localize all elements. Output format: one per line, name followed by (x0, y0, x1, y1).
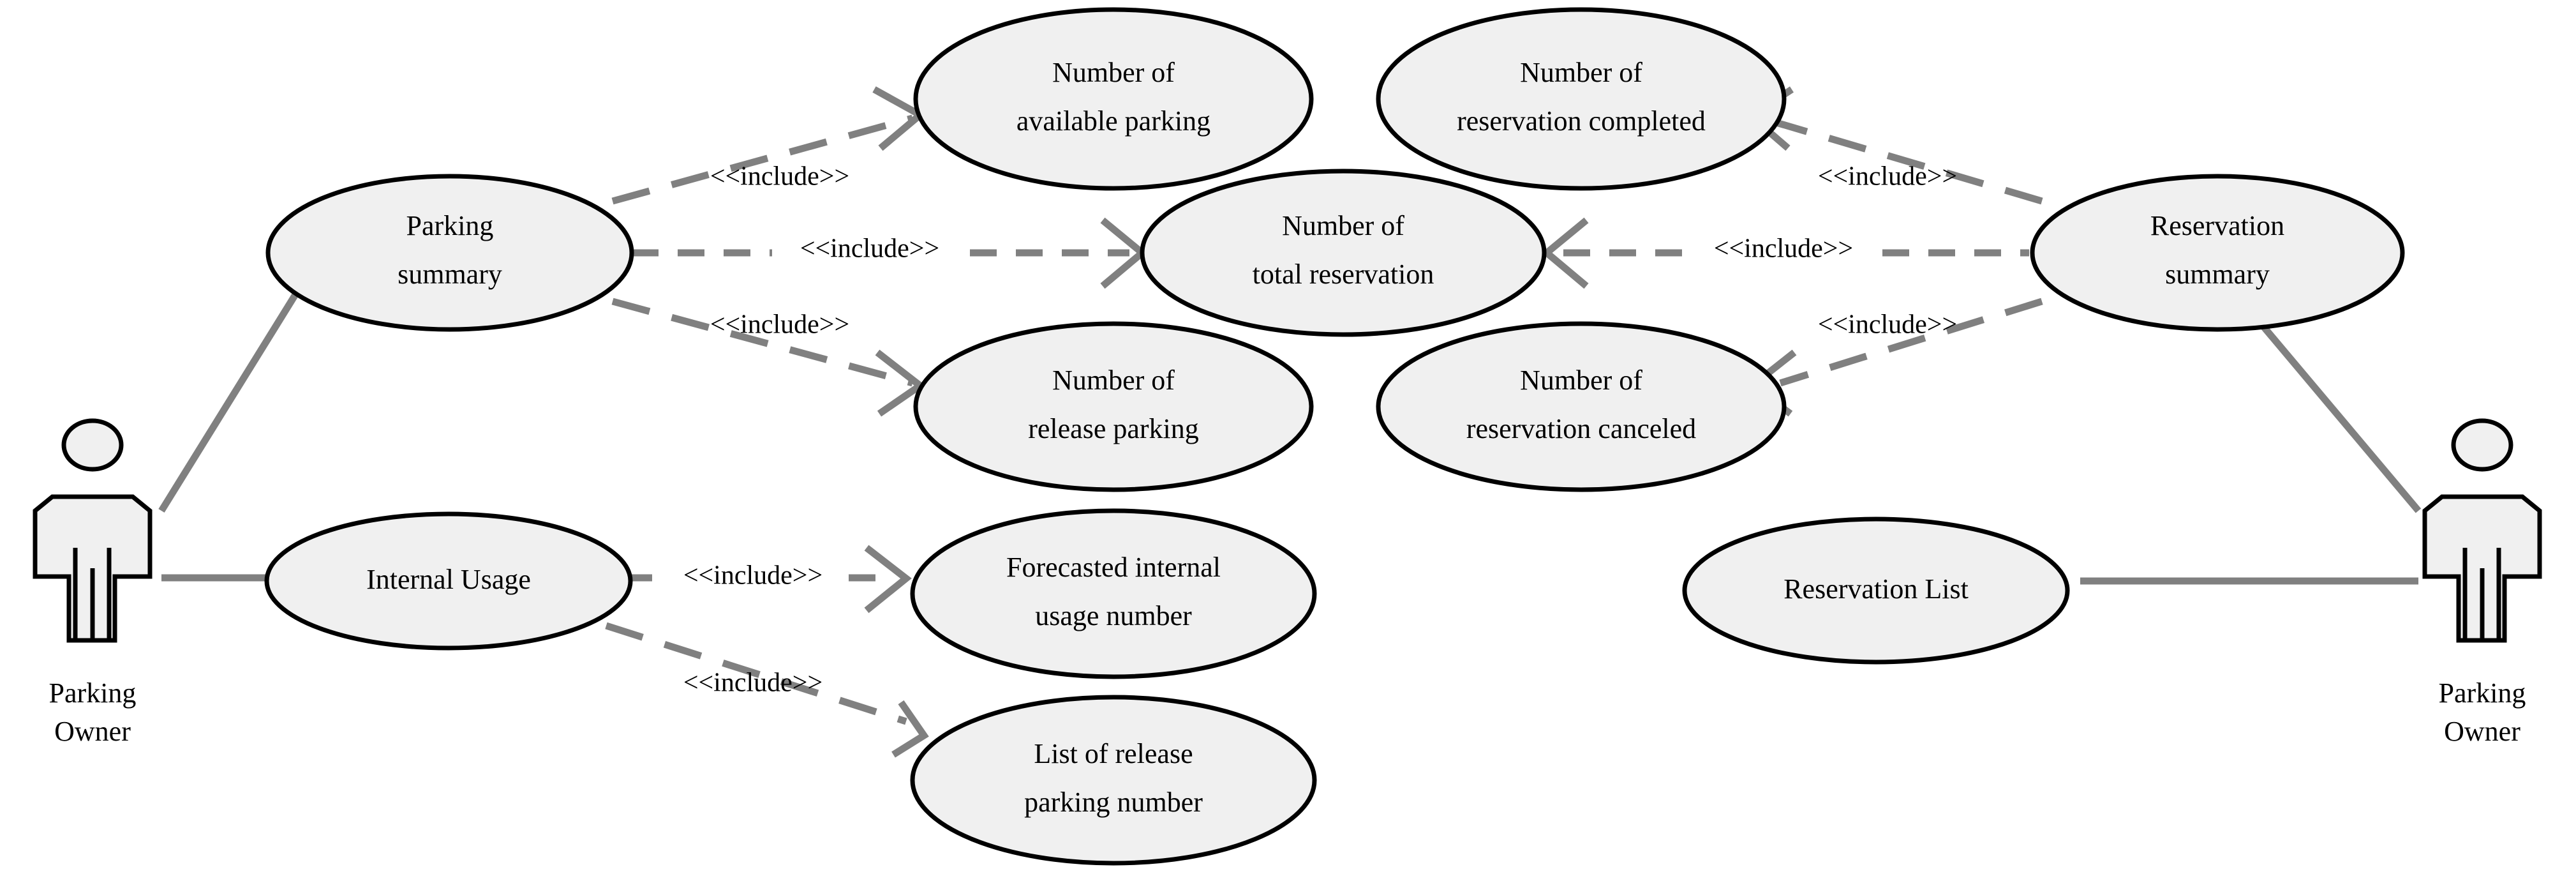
arrowhead-ps-available (872, 86, 927, 151)
use-case-label-line1: Reservation List (1783, 573, 1969, 605)
use-case-label-line2: release parking (1028, 413, 1199, 444)
use-case-available-parking[interactable]: Number of available parking (913, 7, 1314, 191)
use-case-ellipse[interactable] (910, 508, 1317, 679)
include-line-rs-completed (1760, 114, 2043, 205)
arrowhead-iu-list (891, 700, 929, 758)
use-case-label-line1: List of release (1034, 738, 1193, 769)
use-case-label-line2: available parking (1016, 105, 1210, 137)
actor-label-line2: Owner (2444, 716, 2520, 747)
use-case-label-line2: reservation completed (1457, 105, 1706, 137)
arrowhead-rs-total (1541, 217, 1589, 289)
use-case-internal-usage[interactable]: Internal Usage (264, 511, 633, 651)
use-case-ellipse[interactable] (1376, 321, 1787, 492)
include-line-rs-canceled (1779, 298, 2043, 387)
use-case-ellipse[interactable] (264, 511, 633, 651)
use-case-label-line1: Internal Usage (366, 564, 531, 595)
use-case-label-line2: summary (2165, 259, 2270, 290)
use-case-ellipse[interactable] (265, 174, 634, 332)
use-case-ellipse[interactable] (910, 695, 1317, 866)
actor-label-line1: Parking (2439, 677, 2526, 709)
include-label-ps-available: <<include>> (710, 162, 849, 192)
include-label-rs-canceled: <<include>> (1818, 310, 1957, 340)
include-label-iu-list: <<include>> (683, 668, 823, 698)
use-case-label-line1: Forecasted internal (1006, 552, 1221, 583)
assoc-actorright-reservationsummary (2235, 294, 2422, 513)
use-case-ellipse[interactable] (1682, 517, 2070, 665)
include-line-ps-release (611, 298, 914, 387)
include-label-ps-release: <<include>> (710, 310, 849, 340)
use-case-label-line1: Reservation (2150, 210, 2284, 241)
actor-head-icon (61, 418, 124, 472)
actor-label-line2: Owner (54, 716, 131, 747)
use-case-release-parking[interactable]: Number of release parking (913, 321, 1314, 492)
assoc-actorleft-parkingsummary (158, 285, 303, 513)
use-case-label-line2: parking number (1024, 787, 1203, 818)
use-case-parking-summary[interactable]: Parking summary (265, 174, 634, 332)
use-case-label-line1: Number of (1282, 210, 1404, 241)
use-case-label-line2: total reservation (1253, 259, 1434, 290)
use-case-reservation-canceled[interactable]: Number of reservation canceled (1376, 321, 1787, 492)
actor-parking-owner-right[interactable]: Parking Owner (2422, 418, 2542, 747)
use-case-ellipse[interactable] (1376, 7, 1787, 191)
include-line-ps-available (611, 114, 914, 205)
include-label-rs-completed: <<include>> (1818, 162, 1957, 192)
use-case-label-line2: reservation canceled (1466, 413, 1696, 444)
use-case-label-line2: usage number (1035, 600, 1192, 631)
use-case-ellipse[interactable] (1140, 169, 1547, 337)
include-line-iu-list (605, 622, 907, 725)
use-case-ellipse[interactable] (2030, 174, 2405, 332)
include-label-iu-forecasted: <<include>> (683, 561, 823, 591)
use-case-reservation-summary[interactable]: Reservation summary (2030, 174, 2405, 332)
use-case-label-line1: Number of (1052, 57, 1175, 88)
arrowhead-iu-forecasted (864, 545, 912, 614)
include-label-rs-total: <<include>> (1714, 234, 1853, 264)
use-case-forecasted-internal-usage[interactable]: Forecasted internal usage number (910, 508, 1317, 679)
use-case-label-line1: Number of (1520, 57, 1642, 88)
include-label-ps-total: <<include>> (800, 234, 939, 264)
use-case-ellipse[interactable] (913, 321, 1314, 492)
use-case-total-reservation[interactable]: Number of total reservation (1140, 169, 1547, 337)
use-case-label-line1: Number of (1052, 365, 1175, 396)
actor-head-icon (2451, 418, 2513, 472)
use-case-reservation-completed[interactable]: Number of reservation completed (1376, 7, 1787, 191)
use-case-label-line1: Parking (406, 210, 494, 241)
actor-label-line1: Parking (49, 677, 137, 709)
use-case-label-line2: summary (398, 259, 502, 290)
actor-parking-owner-left[interactable]: Parking Owner (33, 418, 153, 747)
use-case-label-line1: Number of (1520, 365, 1642, 396)
use-case-reservation-list[interactable]: Reservation List (1682, 517, 2070, 665)
use-case-ellipse[interactable] (913, 7, 1314, 191)
use-case-list-release-parking-number[interactable]: List of release parking number (910, 695, 1317, 866)
